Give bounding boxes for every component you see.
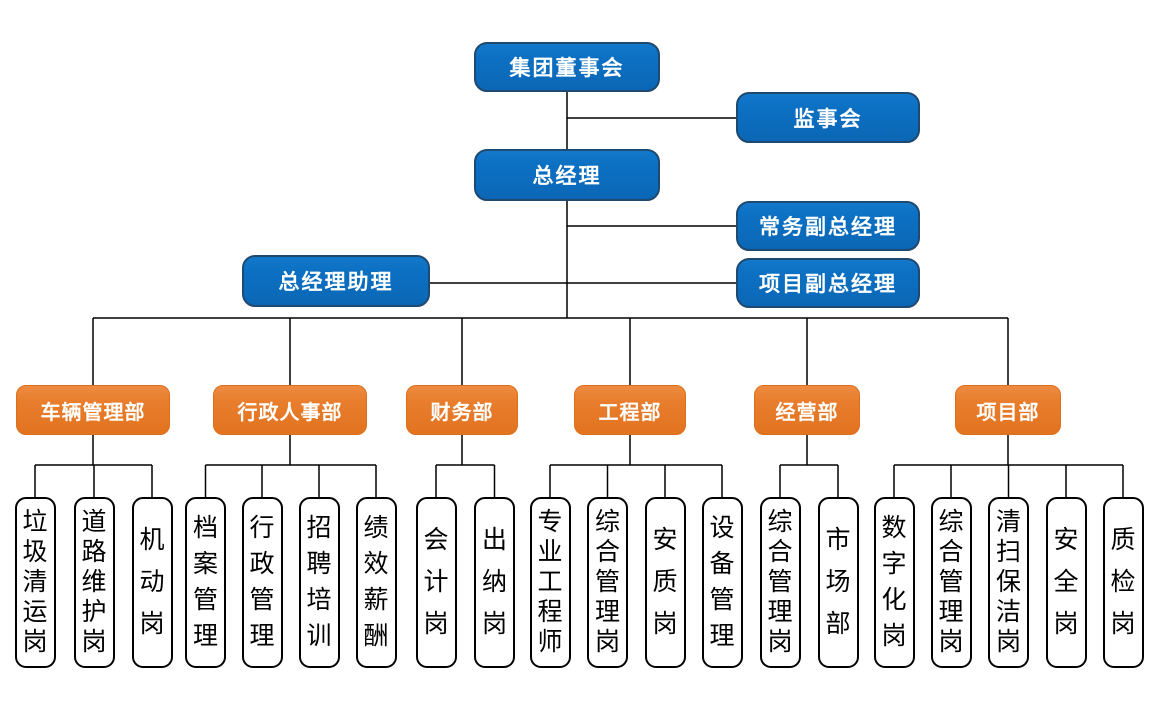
position-node-3-0: 专业工程师 [529,497,571,668]
position-label: 专业工程师 [537,508,563,656]
node-general-manager: 总经理 [474,149,660,201]
position-node-1-0: 档案管理 [185,497,226,668]
node-supervisory-board: 监事会 [736,92,920,143]
position-label: 机动岗 [139,526,165,638]
position-label: 行政管理 [249,514,275,650]
position-node-1-2: 招聘培训 [298,497,340,668]
position-label: 出纳岗 [481,526,507,638]
node-project-deputy-gm: 项目副总经理 [736,258,920,308]
position-node-2-0: 会计岗 [415,497,457,668]
position-node-5-2: 清扫保洁岗 [988,497,1029,668]
node-executive-deputy-gm: 常务副总经理 [736,201,920,251]
position-node-0-2: 机动岗 [131,497,173,668]
position-label: 综合管理岗 [938,508,964,656]
node-board-of-directors: 集团董事会 [474,42,660,92]
department-node-2: 财务部 [406,385,518,435]
position-node-3-1: 综合管理岗 [587,497,628,668]
position-label: 综合管理岗 [767,508,793,656]
department-node-0: 车辆管理部 [16,385,170,435]
position-node-2-1: 出纳岗 [474,497,515,668]
department-node-5: 项目部 [955,385,1061,435]
position-node-0-1: 道路维护岗 [73,497,115,668]
node-gm-assistant: 总经理助理 [242,255,430,307]
position-label: 安质岗 [652,526,678,638]
position-node-1-1: 行政管理 [241,497,283,668]
position-label: 会计岗 [423,526,449,638]
position-label: 安全岗 [1053,526,1079,638]
position-label: 质检岗 [1110,526,1136,638]
department-node-1: 行政人事部 [213,385,367,435]
position-node-5-0: 数字化岗 [873,497,915,668]
position-label: 综合管理岗 [594,508,620,656]
position-label: 设备管理 [709,514,735,650]
position-node-5-1: 综合管理岗 [930,497,972,668]
position-label: 市场部 [825,526,851,638]
position-node-0-0: 垃圾清运岗 [14,497,56,668]
position-node-4-1: 市场部 [817,497,859,668]
position-node-5-3: 安全岗 [1045,497,1087,668]
position-label: 垃圾清运岗 [22,508,48,656]
position-node-4-0: 综合管理岗 [759,497,801,668]
position-label: 绩效薪酬 [363,514,389,650]
department-node-4: 经营部 [754,385,860,435]
position-label: 档案管理 [192,514,218,650]
position-label: 道路维护岗 [81,508,107,656]
position-label: 数字化岗 [881,514,907,650]
position-node-3-2: 安质岗 [644,497,686,668]
position-label: 清扫保洁岗 [995,508,1021,656]
position-node-5-4: 质检岗 [1102,497,1144,668]
position-node-3-3: 设备管理 [701,497,743,668]
position-node-1-3: 绩效薪酬 [355,497,397,668]
department-node-3: 工程部 [574,385,686,435]
position-label: 招聘培训 [306,514,332,650]
